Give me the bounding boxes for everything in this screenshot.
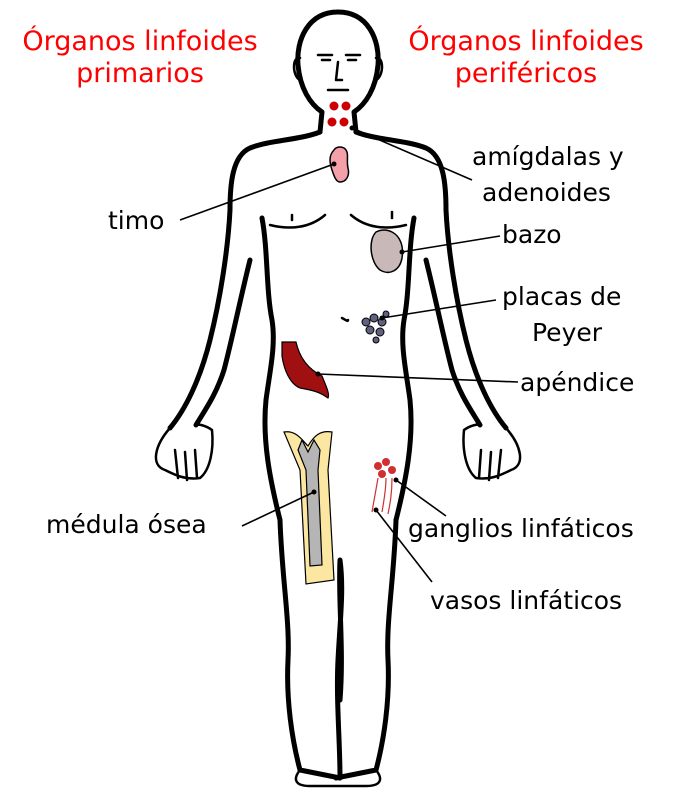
bone-marrow-organ (284, 432, 334, 584)
lymph-nodes-organ (372, 458, 396, 514)
label-peyer-line2: Peyer (532, 320, 602, 345)
appendix-organ (282, 342, 329, 398)
header-primary: Órganos linfoides primarios (4, 26, 276, 90)
label-tonsils-line1: amígdalas y (472, 144, 624, 169)
legs-outline (280, 520, 396, 778)
label-lymph-vessels: vasos linfáticos (430, 588, 622, 613)
label-spleen: bazo (502, 222, 562, 247)
label-appendix: apéndice (520, 370, 634, 395)
label-bone-marrow: médula ósea (46, 512, 207, 537)
face-features (318, 55, 360, 90)
header-peripheral-line2: periféricos (390, 58, 662, 90)
label-lymph-nodes: ganglios linfáticos (408, 516, 634, 541)
header-peripheral: Órganos linfoides periféricos (390, 26, 662, 90)
spleen-organ (371, 230, 402, 272)
label-tonsils-line2: adenoides (482, 180, 611, 205)
header-primary-line1: Órganos linfoides (4, 26, 276, 58)
label-thymus: timo (108, 208, 164, 233)
peyer-patches-organ (362, 311, 389, 343)
header-peripheral-line1: Órganos linfoides (390, 26, 662, 58)
leader-thymus (180, 162, 337, 221)
header-primary-line2: primarios (4, 58, 276, 90)
tonsils-marker (328, 102, 351, 127)
leader-appendix (316, 372, 519, 383)
hand-left (156, 425, 213, 480)
label-peyer-line1: placas de (502, 284, 621, 309)
hand-right (464, 425, 521, 480)
inner-arms (196, 260, 480, 425)
